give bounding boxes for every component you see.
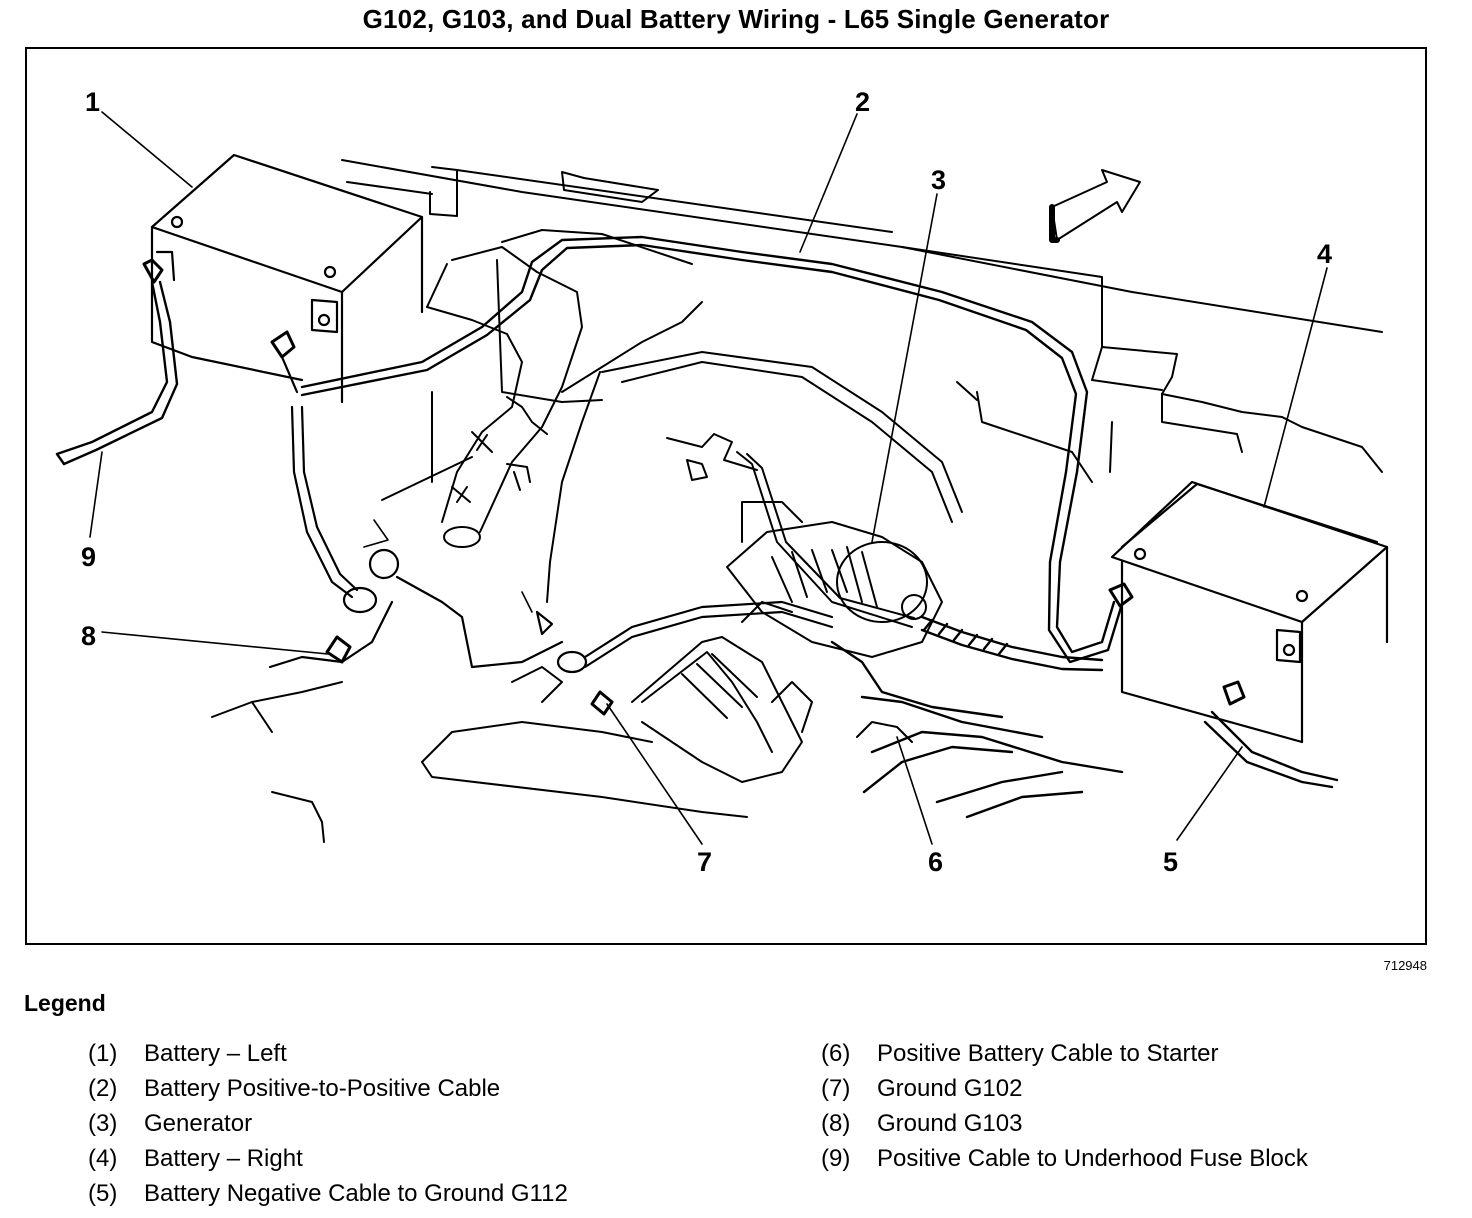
right-battery [1108, 480, 1389, 744]
left-battery [142, 153, 424, 404]
fuse-block-cable [55, 280, 179, 466]
legend-item: (5)Battery Negative Cable to Ground G112 [88, 1180, 568, 1207]
legend-heading: Legend [24, 990, 106, 1016]
front-direction-arrow [1049, 169, 1141, 243]
wiring-illustration: 1 2 3 4 5 6 7 8 9 [25, 47, 1427, 945]
legend-item: (6)Positive Battery Cable to Starter [821, 1040, 1219, 1067]
figure-id: 712948 [1383, 958, 1427, 973]
callout-6: 6 [928, 847, 944, 877]
callout-4: 4 [1317, 239, 1333, 269]
diagram-title: G102, G103, and Dual Battery Wiring - L6… [362, 4, 1110, 34]
engine-bay-outline [341, 159, 1383, 501]
positive-to-positive-cable [300, 235, 1124, 664]
callout-8: 8 [81, 621, 97, 651]
callout-3: 3 [931, 165, 947, 195]
legend-item: (3)Generator [88, 1110, 253, 1137]
legend-column-left: (1)Battery – Left (2)Battery Positive-to… [88, 1040, 568, 1215]
cable-clamp [546, 351, 963, 628]
callout-1: 1 [85, 87, 101, 117]
ground-g102-strap [535, 600, 834, 716]
ground-g103-strap [268, 405, 564, 669]
callout-2: 2 [855, 87, 871, 117]
legend-item: (4)Battery – Right [88, 1145, 303, 1172]
starter-cable [830, 615, 1339, 819]
lower-components [211, 601, 913, 843]
leader-lines [89, 111, 1328, 845]
callout-5: 5 [1163, 847, 1179, 877]
radiator-hose [426, 246, 583, 548]
legend-column-right: (6)Positive Battery Cable to Starter (7)… [821, 1040, 1308, 1180]
legend-item: (9)Positive Cable to Underhood Fuse Bloc… [821, 1145, 1308, 1172]
legend-item: (2)Battery Positive-to-Positive Cable [88, 1075, 501, 1102]
legend-item: (8)Ground G103 [821, 1110, 1023, 1137]
callout-9: 9 [81, 542, 97, 572]
callout-7: 7 [697, 847, 713, 877]
generator [726, 501, 943, 658]
legend-item: (1)Battery – Left [88, 1040, 287, 1067]
legend-item: (7)Ground G102 [821, 1075, 1023, 1102]
